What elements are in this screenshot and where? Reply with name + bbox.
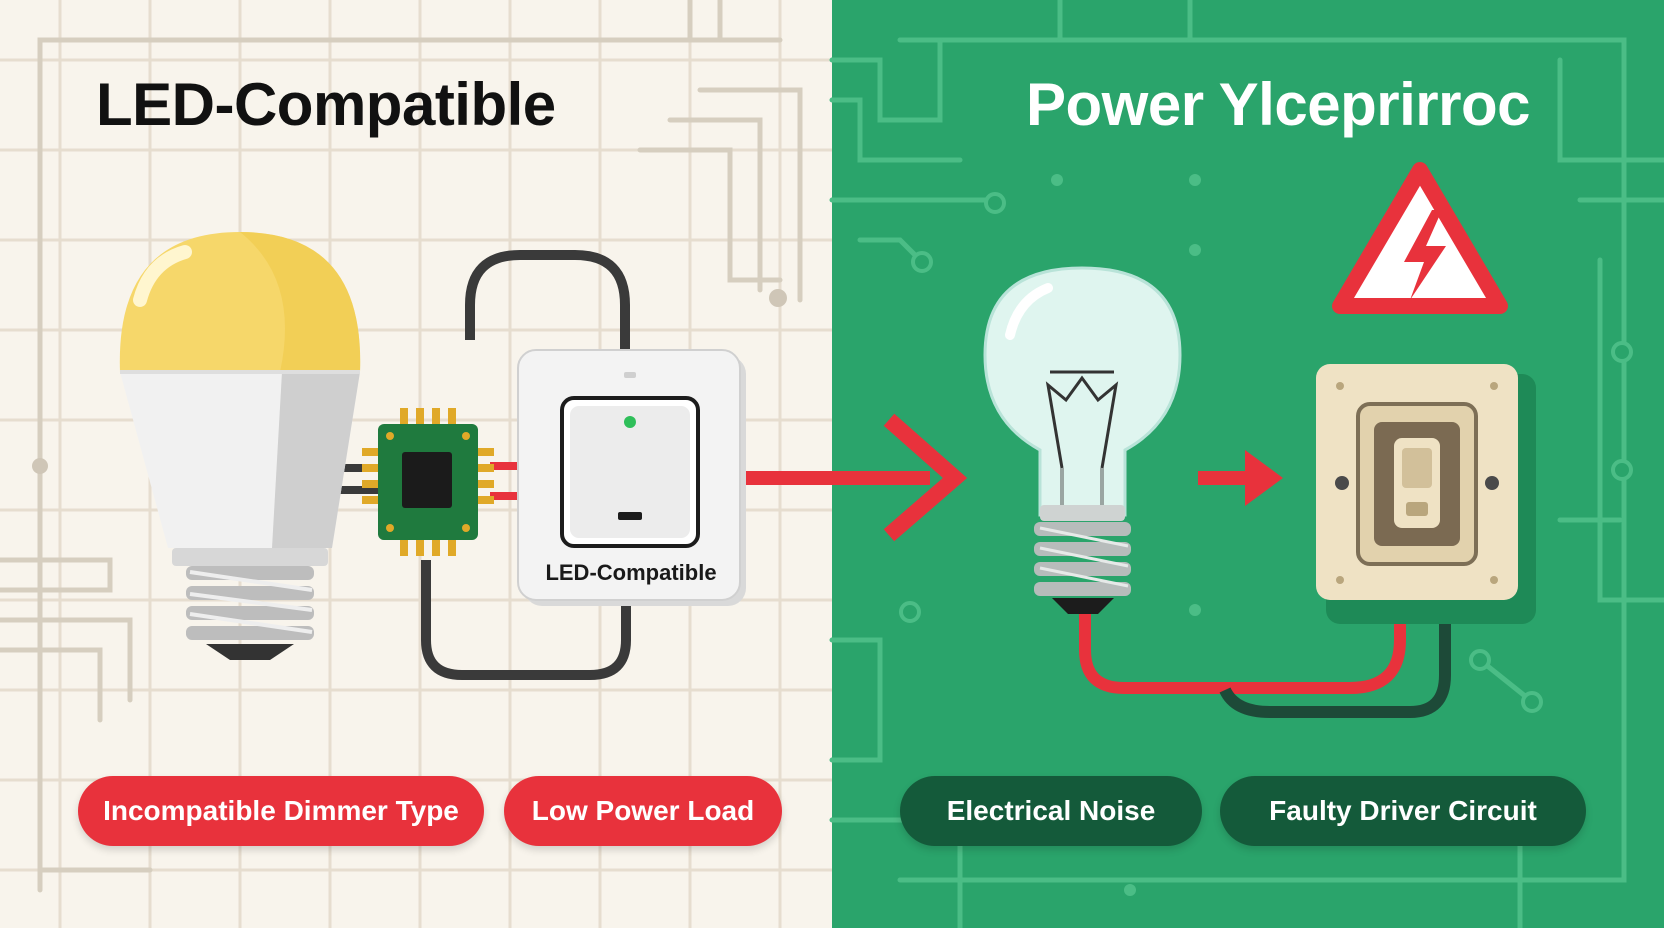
load-wire — [1079, 605, 1406, 694]
arrow-right-icon — [883, 413, 968, 542]
right-panel-title: Power Ylceprirroc — [1026, 71, 1530, 138]
neutral-wire — [1219, 605, 1451, 718]
trace-node — [769, 289, 787, 307]
loop-wire — [465, 250, 630, 360]
low-power-load-badge: Low Power Load — [504, 776, 782, 846]
arrow-right-icon — [1245, 450, 1283, 506]
left-panel-title: LED-Compatible — [96, 71, 556, 138]
electrical-noise-badge: Electrical Noise — [900, 776, 1202, 846]
loop-wire — [421, 560, 631, 680]
power-indicator-led — [624, 416, 636, 428]
incompatible-dimmer-badge: Incompatible Dimmer Type — [78, 776, 484, 846]
chip-wire — [490, 462, 520, 500]
dimmer-switch-label: LED-Compatible — [545, 560, 717, 585]
trace-node — [32, 458, 48, 474]
faulty-driver-badge: Faulty Driver Circuit — [1220, 776, 1586, 846]
